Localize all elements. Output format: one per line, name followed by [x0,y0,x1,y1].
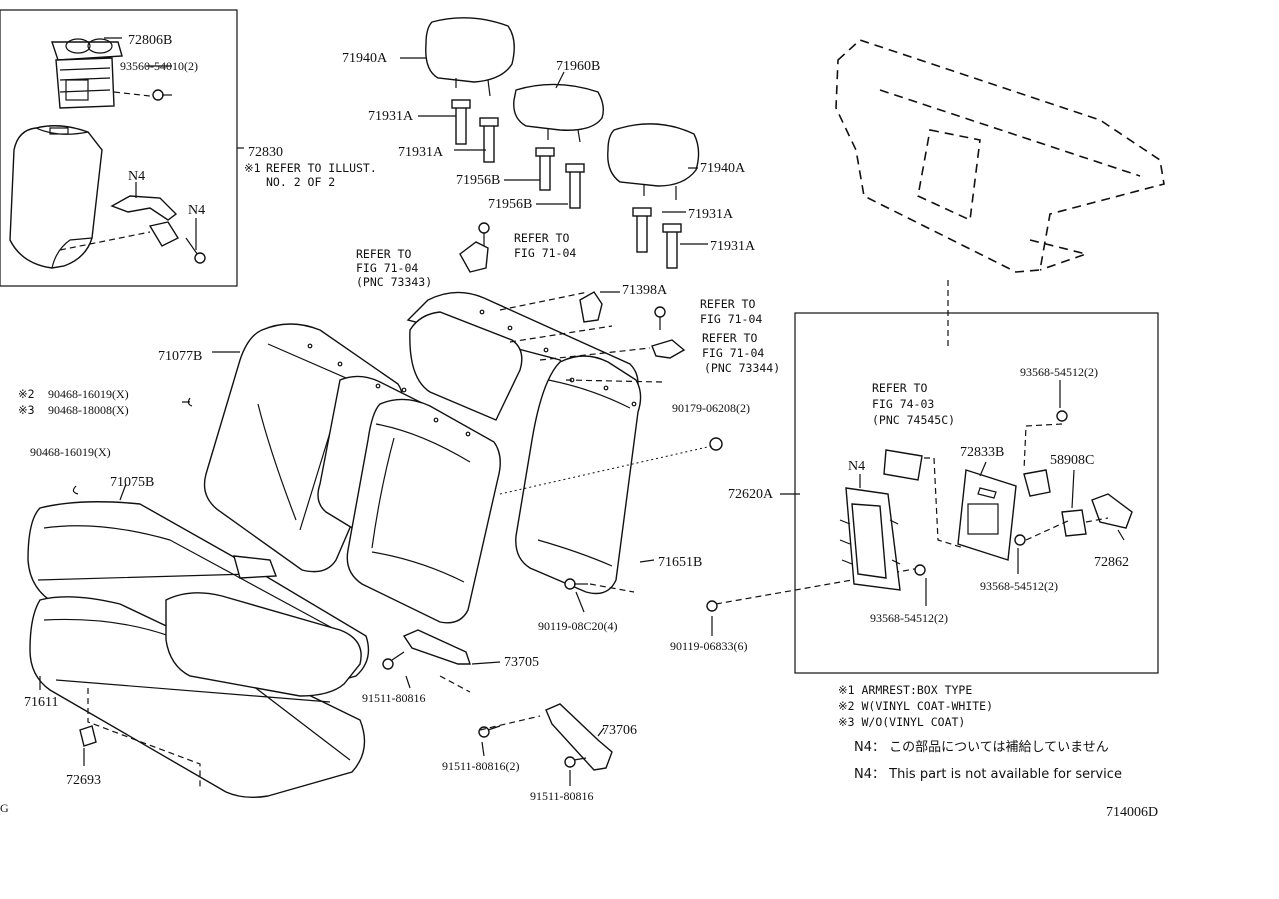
bracket-part [110,195,206,264]
label-90119: 90119-06833(6) [670,639,748,653]
cover-part [957,469,1017,561]
label-71075B: 71075B [110,475,154,490]
label-71956B: 71956B [488,197,532,212]
note-n4-english: N4： This part is not available for servi… [854,767,1122,782]
label-72620A: 72620A [728,487,774,502]
clip-part [459,241,489,273]
note-mark-2: ※2 [18,387,35,401]
package-tray-outline [835,39,1165,348]
ref-illust-line2: NO. 2 OF 2 [266,175,335,189]
headrest-center [513,83,605,143]
refer-text: (PNC 73343) [356,275,432,289]
seat-back [203,291,642,624]
label-71398A: 71398A [622,283,668,298]
frame-part [839,487,901,591]
label-91511: 91511-80816(2) [442,759,520,773]
part-labels: 72806B 93560-54010(2) 72830 ※1 REFER TO … [18,33,1129,803]
label-71960B: 71960B [556,59,600,74]
note-armrest: ※1 ARMREST:BOX TYPE [838,683,972,697]
label-71077B: 71077B [158,349,202,364]
label-n4: N4 [188,203,205,218]
ref-illust-line1: REFER TO ILLUST. [266,161,377,175]
label-91511: 91511-80816 [530,789,594,803]
screw-icon [478,222,490,246]
label-93568: 93568-54512(2) [980,579,1058,593]
note-mark-3: ※3 [18,403,35,417]
leader-lines [39,37,1125,786]
label-58908C: 58908C [1050,453,1094,468]
clip-part [79,725,97,747]
label-72833B: 72833B [960,445,1004,460]
label-93568: 93568-54512(2) [1020,365,1098,379]
label-72806B: 72806B [128,33,172,48]
label-71611: 71611 [24,695,58,710]
refer-text: (PNC 74545C) [872,413,955,427]
refer-text: FIG 71-04 [514,246,576,260]
label-73705: 73705 [504,655,539,670]
label-71931A: 71931A [688,207,734,222]
refer-text: REFER TO [514,231,569,245]
clip-icon [187,397,193,407]
edge-char: G [0,801,9,815]
latch-part [1091,493,1133,529]
ref-mark-1: ※1 [244,161,261,175]
label-71931A: 71931A [710,239,756,254]
label-91511: 91511-80816 [362,691,426,705]
seat-cushion [27,501,370,799]
label-90119: 90119-08C20(4) [538,619,618,633]
refer-text: REFER TO [356,247,411,261]
label-90179: 90179-06208(2) [672,401,750,415]
headrest-left [425,17,515,97]
label-90468-x2: 90468-16019(X) [48,387,129,401]
refer-text: REFER TO [872,381,927,395]
label-72830: 72830 [248,145,283,160]
label-93568: 93568-54512(2) [870,611,948,625]
headrest-right [607,123,700,200]
label-71931A: 71931A [368,109,414,124]
label-71940A: 71940A [342,51,388,66]
refer-text: FIG 71-04 [702,346,764,360]
armrest-inset [0,9,244,287]
cupholder-part [51,38,123,109]
note-n4-japanese: N4： この部品については補給していません [854,740,1109,755]
label-71651B: 71651B [658,555,702,570]
clip-part [579,291,723,451]
refer-text: FIG 74-03 [872,397,934,411]
label-90468-x3: 90468-18008(X) [48,403,129,417]
clip-icon [72,485,79,495]
headrest-guides [451,99,682,269]
label-93560: 93560-54010(2) [120,59,198,73]
bracket-part [382,578,718,771]
latch-part [1023,469,1087,537]
label-73706: 73706 [602,723,637,738]
screw-icon [152,89,172,101]
armrest-body [9,125,103,269]
trim-inset [794,312,1159,674]
note-no-vinyl: ※3 W/O(VINYL COAT) [838,715,965,729]
label-n4: N4 [848,459,865,474]
label-90468: 90468-16019(X) [30,445,111,459]
label-72862: 72862 [1094,555,1129,570]
label-71940A: 71940A [700,161,746,176]
label-n4: N4 [128,169,145,184]
note-vinyl-white: ※2 W(VINYL COAT-WHITE) [838,699,993,713]
notes: ※1 ARMREST:BOX TYPE ※2 W(VINYL COAT-WHIT… [0,683,1158,820]
refer-text: FIG 71-04 [700,312,762,326]
label-72693: 72693 [66,773,101,788]
diagram-id: 714006D [1106,805,1158,820]
label-71931A: 71931A [398,145,444,160]
label-71956B: 71956B [456,173,500,188]
refer-text: REFER TO [702,331,757,345]
refer-text: REFER TO [700,297,755,311]
refer-text: FIG 71-04 [356,261,418,275]
refer-text: (PNC 73344) [704,361,780,375]
